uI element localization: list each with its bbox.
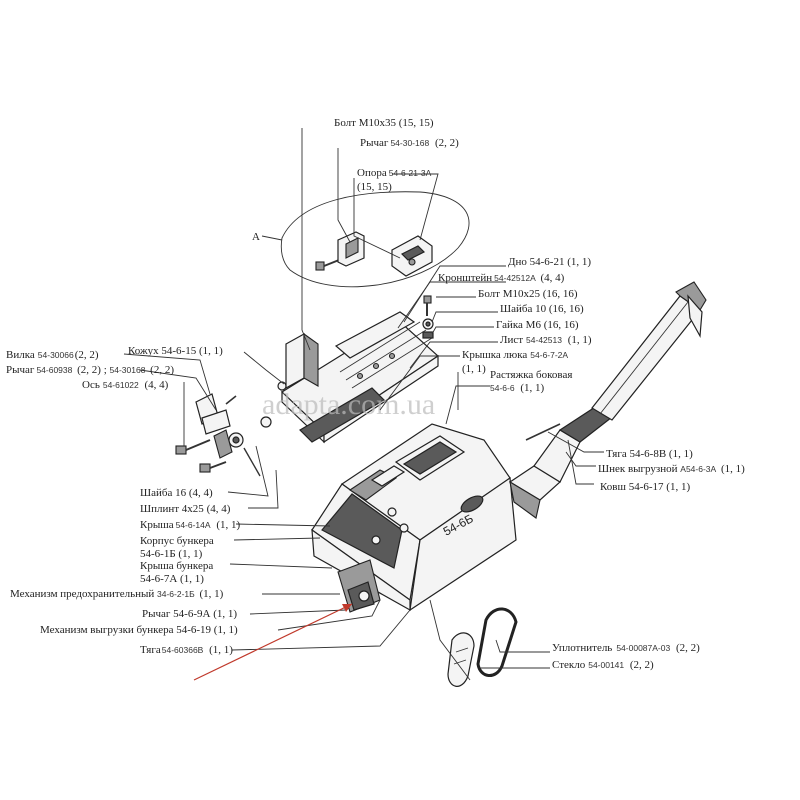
hopper-assembly: 54-6Б: [311, 423, 517, 613]
seal-glass-group: [447, 607, 518, 687]
label-rod-54-60366v: Тяга54-60366В (1, 1): [140, 644, 233, 656]
support-part: [391, 235, 433, 277]
bottom-assembly: [281, 295, 439, 444]
bolt-stack: [422, 295, 434, 339]
linkage-assembly: [175, 381, 287, 477]
watermark: adapta.com.ua: [262, 388, 435, 421]
label-safety-mech: Механизм предохранительный 34-6-2-1Б (1,…: [10, 588, 224, 600]
label-cotter-pin: Шплинт 4х25 (4, 4): [140, 503, 231, 515]
lever-clamp-part: [337, 231, 365, 267]
label-hopper-body: Корпус бункера: [140, 535, 214, 547]
label-unload-mech: Механизм выгрузки бункера 54-6-19 (1, 1): [40, 624, 238, 636]
label-bottom: Дно 54-6-21 (1, 1): [508, 256, 591, 268]
label-hopper-roof: Крыша бункера: [140, 560, 213, 572]
label-lever-54-6-9a: Рычаг 54-6-9А (1, 1): [142, 608, 237, 620]
label-washer-16: Шайба 16 (4, 4): [140, 487, 213, 499]
label-unload-auger: Шнек выгрузной А54-6-3А (1, 1): [598, 463, 745, 475]
leader-lines: [123, 128, 604, 681]
callout-letter: А: [252, 231, 260, 243]
callout-ellipse: [280, 191, 470, 288]
label-hopper-body-code: 54-6-1Б (1, 1): [140, 548, 203, 560]
label-washer-10: Шайба 10 (16, 16): [500, 303, 584, 315]
label-side-brace: Растяжка боковая: [490, 369, 572, 381]
label-bolt-m10x35: Болт М10х35 (15, 15): [334, 117, 434, 129]
label-bolt-m10x25: Болт М10х25 (16, 16): [478, 288, 578, 300]
seal-part: [476, 607, 518, 677]
callout-a-group: А: [252, 191, 470, 288]
label-side-brace-code: 54-6-6 (1, 1): [490, 382, 544, 394]
auger-assembly: [508, 281, 707, 519]
label-hatch-cover-qty: (1, 1): [462, 363, 486, 375]
label-support-qty: (15, 15): [357, 181, 392, 193]
label-hopper-roof-code: 54-6-7А (1, 1): [140, 573, 204, 585]
label-rod-54-6-8v: Тяга 54-6-8В (1, 1): [606, 448, 693, 460]
label-casing: Кожух 54-6-15 (1, 1): [128, 345, 223, 357]
label-bucket: Ковш 54-6-17 (1, 1): [600, 481, 690, 493]
pointer-arrow: [193, 603, 353, 681]
label-nut-m6: Гайка М6 (16, 16): [496, 319, 579, 331]
glass-part: [447, 632, 475, 687]
